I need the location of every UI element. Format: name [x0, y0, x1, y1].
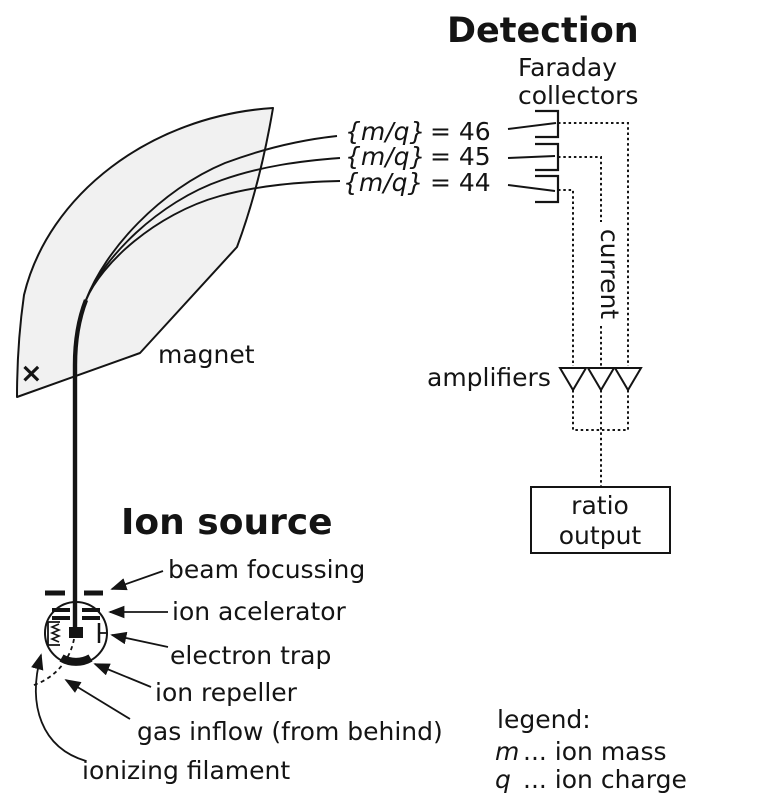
- ion-repeller-electrode: [59, 654, 93, 666]
- beam-value-46: = 46: [430, 117, 491, 146]
- wire-amp-left-junction: [572, 390, 600, 431]
- ion-beam-45-into-cup: [507, 155, 556, 159]
- ion-beam-46: [85, 135, 338, 301]
- ion-beam-main: [72, 299, 89, 630]
- filament-bracket: [47, 621, 60, 646]
- legend-symbol-m: m: [495, 737, 519, 766]
- beam-focussing-arrow: [110, 570, 164, 591]
- legend-title: legend:: [497, 705, 591, 734]
- wire-cup46-to-amplifier: [558, 122, 629, 366]
- wire-cup45-to-amplifier-upper: [558, 156, 602, 222]
- beam-formula-45: {m/q}: [345, 142, 425, 171]
- magnetic-field-into-page-symbol: ×: [20, 358, 43, 389]
- legend-symbol-q: q: [495, 765, 511, 794]
- legend: legend: m ... ion mass q ... ion charge: [495, 705, 687, 794]
- beam-value-44: = 44: [430, 168, 491, 197]
- ion-beam-45: [85, 157, 341, 301]
- beam-label-44: {m/q} = 44: [343, 168, 491, 197]
- ionization-region: [69, 627, 83, 638]
- faraday-collectors-label-line1: Faraday: [518, 53, 617, 82]
- faraday-collectors-label-line2: collectors: [518, 81, 638, 110]
- gas-inflow-path: [30, 638, 75, 687]
- beam-focussing-label: beam focussing: [168, 555, 365, 584]
- beam-label-45: {m/q} = 45: [345, 142, 491, 171]
- magnet-label: magnet: [158, 340, 255, 369]
- ion-beam-44-into-cup: [507, 184, 556, 192]
- amplifier-triangle-2: [586, 367, 616, 392]
- ion-beam-46-into-cup: [507, 122, 557, 130]
- ratio-output-box: [530, 486, 671, 554]
- wire-cup44-to-amplifier: [558, 189, 574, 366]
- amplifier-triangle-1: [558, 367, 588, 392]
- electron-trap-label: electron trap: [170, 641, 331, 670]
- detection-title: Detection: [447, 11, 639, 51]
- ion-repeller-label: ion repeller: [155, 678, 298, 707]
- current-label: current: [595, 229, 624, 319]
- ion-beam-44: [85, 180, 341, 301]
- beam-formula-46: {m/q}: [345, 117, 425, 146]
- legend-description-charge: ... ion charge: [523, 765, 687, 794]
- ratio-output-line1: ratio: [571, 491, 629, 520]
- ion-repeller-arrow: [93, 663, 152, 688]
- filament-coil: [49, 623, 62, 643]
- beam-label-46: {m/q} = 46: [345, 117, 491, 146]
- legend-description-mass: ... ion mass: [523, 737, 667, 766]
- wire-amp-right-junction: [602, 390, 629, 431]
- ionizing-filament-arrow: [31, 653, 87, 762]
- beam-formula-44: {m/q}: [343, 168, 423, 197]
- amplifier-triangle-3: [613, 367, 643, 392]
- ratio-output-line2: output: [559, 521, 642, 550]
- ion-source-title: Ion source: [121, 502, 333, 543]
- amplifiers-label: amplifiers: [427, 363, 551, 392]
- electron-trap-arrow: [110, 631, 169, 648]
- gas-inflow-arrow: [64, 679, 131, 720]
- beam-value-45: = 45: [430, 142, 491, 171]
- ionizing-filament-label: ionizing filament: [82, 756, 290, 785]
- gas-inflow-label: gas inflow (from behind): [137, 717, 443, 746]
- ion-accelerator-label: ion acelerator: [172, 597, 347, 626]
